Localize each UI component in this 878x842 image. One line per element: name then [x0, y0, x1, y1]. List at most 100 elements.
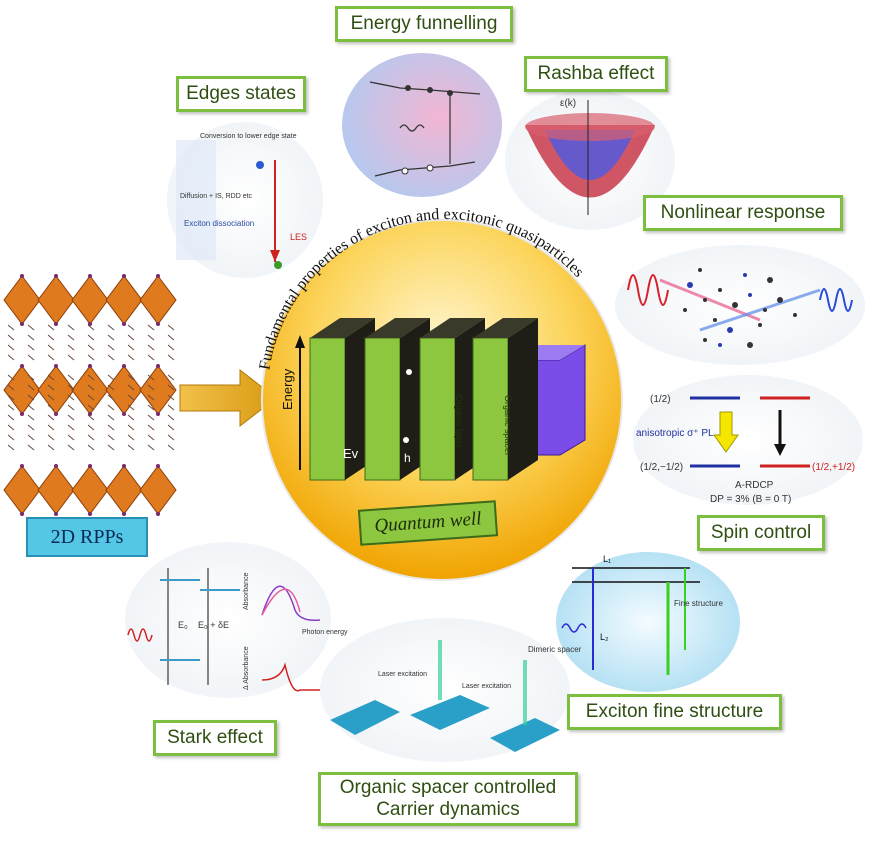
organic-chain: [47, 334, 55, 341]
organic-chain: [147, 334, 155, 341]
halide-atom: [156, 364, 160, 368]
halide-atom: [122, 464, 126, 468]
organic-chain: [87, 444, 95, 451]
atom-dot: [727, 327, 733, 333]
organic-chain: [147, 444, 155, 451]
atom-dot: [703, 338, 707, 342]
organic-chain: [7, 354, 15, 361]
exciton-fine-structure-label: Exciton fine structure: [567, 694, 782, 730]
organic-chain: [87, 334, 95, 341]
fine-text-2: L₂: [600, 632, 609, 642]
atom-dot: [793, 313, 797, 317]
organic-spacer-label: Organic spacer controlled Carrier dynami…: [318, 772, 578, 826]
organic-chain: [7, 434, 15, 441]
organic-chain: [167, 434, 175, 441]
halide-atom: [20, 322, 24, 326]
organic-chain: [7, 404, 15, 411]
organic-chain: [107, 354, 115, 361]
organic-chain: [67, 404, 75, 411]
atom-dot: [758, 323, 762, 327]
energy-axis-label: Energy: [280, 368, 295, 410]
organic-chain: [167, 344, 175, 351]
organic-chain: [87, 374, 95, 381]
atom-dot: [698, 268, 702, 272]
organic-chain: [147, 404, 155, 411]
organic-chain: [107, 374, 115, 381]
organic-chain: [127, 354, 135, 361]
spin-control-inset: (1/2) anisotropic σ⁺ PL (1/2,−1/2) (1/2,…: [633, 375, 863, 505]
organic-chain: [27, 394, 35, 401]
organic-chain: [7, 334, 15, 341]
organic-chain: [67, 374, 75, 381]
organic-chain: [87, 414, 95, 421]
organic-chain: [87, 344, 95, 351]
organic-text-2: Laser excitation: [378, 671, 427, 678]
organic-chain: [107, 384, 115, 391]
organic-text-1: Dimeric spacer: [528, 645, 582, 654]
organic-chain: [67, 384, 75, 391]
organic-chain: [67, 444, 75, 451]
octahedron: [37, 365, 75, 415]
atom-dot: [747, 342, 753, 348]
octahedron: [105, 365, 143, 415]
halide-atom: [88, 512, 92, 516]
organic-chain: [7, 414, 15, 421]
octahedron: [105, 465, 143, 515]
organic-chain: [127, 444, 135, 451]
edges-text-2: Diffusion + IS, RDD etc: [180, 193, 253, 200]
organic-chain: [7, 384, 15, 391]
organic-chain: [127, 324, 135, 331]
stark-text-3: E₀ + δE: [198, 620, 229, 630]
organic-chain: [127, 394, 135, 401]
octahedron: [3, 275, 41, 325]
barrier-slab: [364, 337, 401, 481]
halide-atom: [54, 322, 58, 326]
organic-chain: [127, 334, 135, 341]
halide-atom: [88, 322, 92, 326]
organic-chain: [167, 424, 175, 431]
halide-atom: [156, 512, 160, 516]
2d-rpps-label: 2D RPPs: [26, 517, 148, 557]
hole-label: h: [404, 451, 411, 465]
organic-chain: [107, 404, 115, 411]
organic-chain: [87, 354, 95, 361]
organic-chain: [7, 324, 15, 331]
atom-dot: [777, 297, 783, 303]
halide-atom: [20, 412, 24, 416]
organic-chain: [67, 414, 75, 421]
organic-chain: [7, 374, 15, 381]
ev-label: Ev: [343, 446, 359, 461]
octahedron: [37, 465, 75, 515]
edges-text-1: Conversion to lower edge state: [200, 133, 297, 140]
atom-dot: [743, 273, 747, 277]
organic-chain: [47, 444, 55, 451]
organic-chain: [107, 424, 115, 431]
spin-text-6: DP = 3% (B = 0 T): [710, 494, 791, 505]
organic-chain: [167, 334, 175, 341]
organic-chain: [147, 424, 155, 431]
halide-atom: [54, 412, 58, 416]
atom-dot: [767, 277, 773, 283]
halide-atom: [122, 364, 126, 368]
organic-chain: [7, 444, 15, 451]
spin-text-1: (1/2): [650, 394, 671, 405]
organic-chain: [167, 374, 175, 381]
barrier-slab-top: [365, 318, 430, 338]
organic-chain: [127, 414, 135, 421]
organic-chain: [67, 424, 75, 431]
stark-text-1: Absorbance: [243, 573, 250, 610]
rashba-inset: ε(k): [505, 90, 675, 230]
organic-chain: [67, 344, 75, 351]
halide-atom: [54, 274, 58, 278]
atom-dot: [703, 298, 707, 302]
organic-chain: [107, 334, 115, 341]
halide-atom: [54, 364, 58, 368]
spin-text-3: (1/2,−1/2): [640, 462, 683, 473]
edges-text-4: LES: [290, 232, 307, 242]
halide-atom: [122, 274, 126, 278]
spin-text-2: anisotropic σ⁺ PL: [636, 428, 714, 439]
atom-dot: [732, 302, 738, 308]
organic-chain: [147, 324, 155, 331]
organic-chain: [127, 384, 135, 391]
